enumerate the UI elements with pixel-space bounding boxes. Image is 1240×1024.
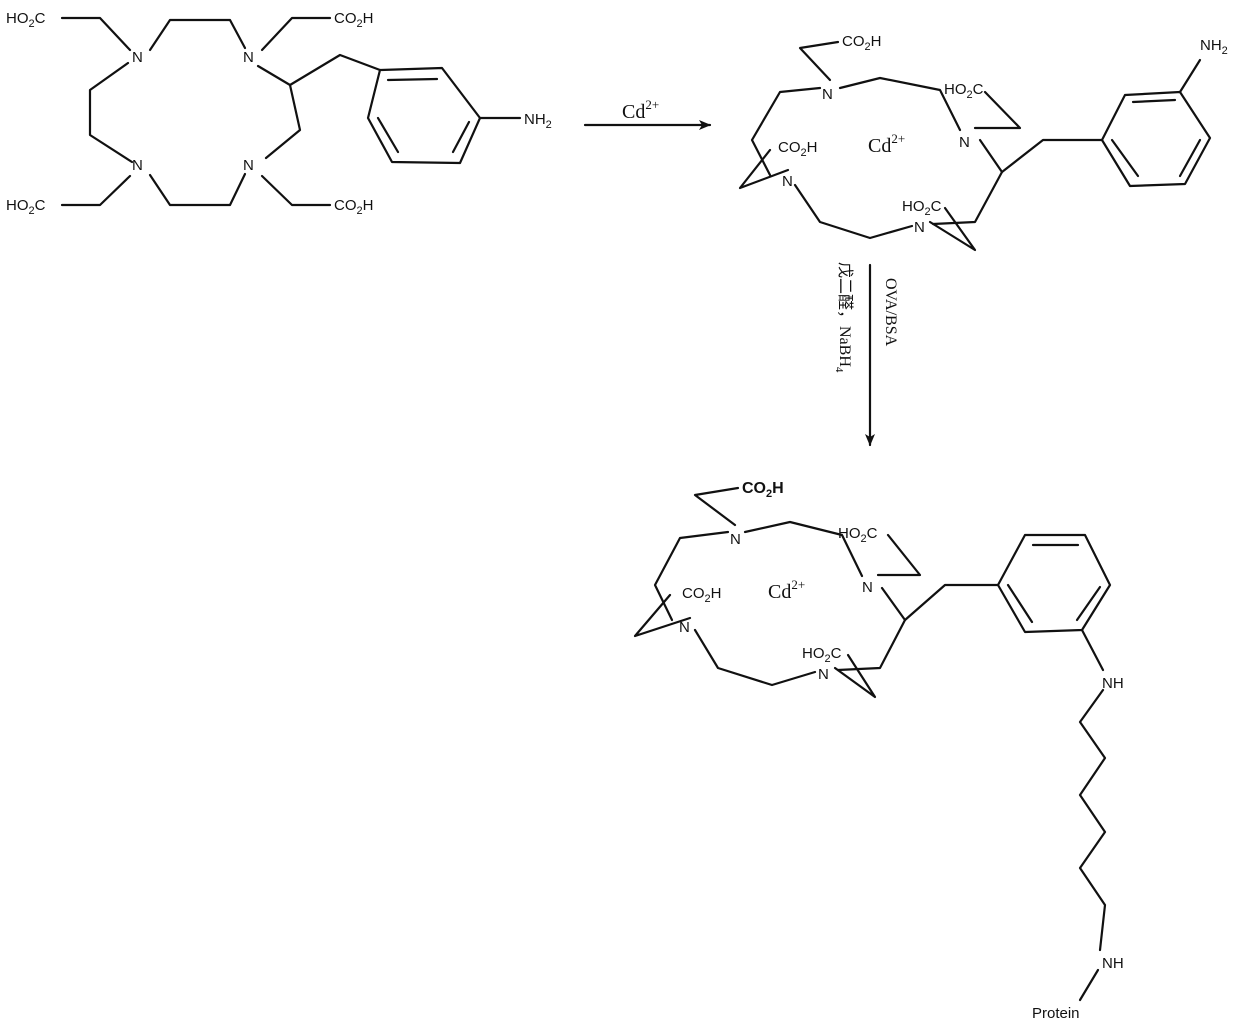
- cadmium-ion-label: Cd2+: [768, 577, 805, 603]
- step1-reagent: Cd2+: [622, 97, 659, 123]
- atom-n: N: [822, 86, 833, 103]
- carboxyl-label: HO2C: [838, 525, 878, 545]
- complex-labels: N N N N CO2H HO2C CO2H HO2C Cd2+ NH2: [778, 33, 1228, 236]
- atom-n: N: [243, 49, 254, 66]
- amine-label: NH: [1102, 955, 1124, 972]
- amine-label: NH2: [524, 111, 552, 131]
- atom-n: N: [730, 531, 741, 548]
- conjugate-bonds: [635, 488, 1110, 1000]
- atom-n: N: [132, 157, 143, 174]
- cadmium-complex: N N N N CO2H HO2C CO2H HO2C Cd2+ NH2: [740, 33, 1228, 250]
- carboxyl-label: HO2C: [944, 81, 984, 101]
- atom-n: N: [132, 49, 143, 66]
- carboxyl-label: CO2H: [682, 585, 721, 605]
- reaction-step-2: OVA/BSA 戊二醛，NaBH4: [833, 262, 899, 445]
- atom-n: N: [243, 157, 254, 174]
- protein-label: Protein: [1032, 1005, 1080, 1022]
- ligand-labels: N N N N HO2C CO2H HO2C CO2H NH2: [6, 10, 552, 217]
- step2-reagent-protein: OVA/BSA: [882, 278, 899, 347]
- carboxyl-label: CO2H: [334, 197, 373, 217]
- carboxyl-label: CO2H: [842, 33, 881, 53]
- atom-n: N: [782, 173, 793, 190]
- carboxyl-label: CO2H: [742, 480, 784, 500]
- carboxyl-label: HO2C: [902, 198, 942, 218]
- amine-label: NH2: [1200, 37, 1228, 57]
- carboxyl-label: CO2H: [334, 10, 373, 30]
- carboxyl-label: HO2C: [802, 645, 842, 665]
- atom-n: N: [862, 579, 873, 596]
- cadmium-ion-label: Cd2+: [868, 131, 905, 157]
- atom-n: N: [959, 134, 970, 151]
- step2-reagent-crosslinker: 戊二醛，NaBH4: [833, 262, 854, 373]
- starting-ligand: N N N N HO2C CO2H HO2C CO2H NH2: [6, 10, 552, 217]
- atom-n: N: [818, 666, 829, 683]
- carboxyl-label: HO2C: [6, 10, 46, 30]
- reaction-step-1: Cd2+: [585, 97, 710, 125]
- amine-label: NH: [1102, 675, 1124, 692]
- carboxyl-label: HO2C: [6, 197, 46, 217]
- atom-n: N: [679, 619, 690, 636]
- ligand-bonds: [62, 18, 520, 205]
- atom-n: N: [914, 219, 925, 236]
- carboxyl-label: CO2H: [778, 139, 817, 159]
- conjugate-labels: N N N N CO2H HO2C CO2H HO2C Cd2+ NH NH P…: [679, 480, 1124, 1022]
- protein-conjugate: N N N N CO2H HO2C CO2H HO2C Cd2+ NH NH P…: [635, 480, 1124, 1022]
